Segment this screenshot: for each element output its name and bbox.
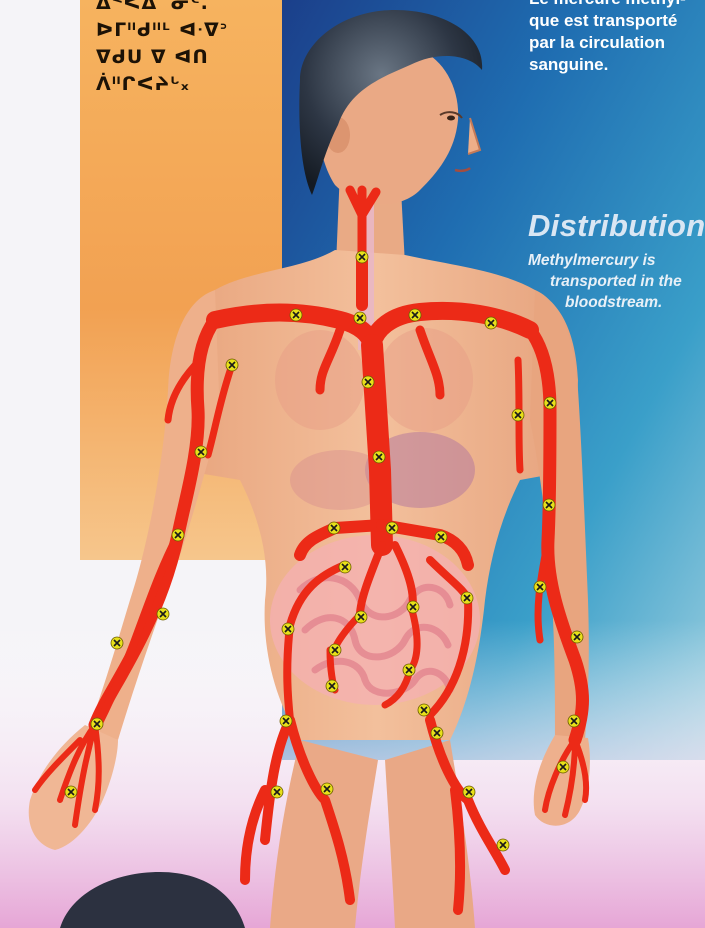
french-line: par la circulation (529, 32, 705, 54)
inuktitut-line: ᐅᒥᐦᑯᐦᒻ ᐊᐧᐁᐣ (96, 17, 266, 44)
inuktitut-text: ᐃᑉᐸᐃᓐᓂᑦ. ᐅᒥᐦᑯᐦᒻ ᐊᐧᐁᐣ ᐁᑯᑌ ᐁ ᐊᑎ ᐲᐦᒋᐸᔨᒡ᙮ (96, 0, 266, 98)
mercury-marker (280, 715, 292, 727)
mercury-marker (91, 718, 103, 730)
mercury-marker (172, 529, 184, 541)
mercury-marker (403, 664, 415, 676)
english-title: Distribution (528, 208, 705, 244)
mercury-marker (157, 608, 169, 620)
mercury-marker (65, 786, 77, 798)
mercury-marker (282, 623, 294, 635)
mercury-marker (111, 637, 123, 649)
mercury-marker (326, 680, 338, 692)
mercury-marker (463, 786, 475, 798)
mercury-marker (290, 309, 302, 321)
mercury-marker (543, 499, 555, 511)
french-line: Le mercure méthyl- (529, 0, 705, 10)
mercury-marker (407, 601, 419, 613)
mercury-marker (409, 309, 421, 321)
english-line: Methylmercury is (528, 250, 703, 271)
mercury-marker (354, 312, 366, 324)
inuktitut-line: ᐃᑉᐸᐃᓐᓂᑦ. (96, 0, 266, 17)
inuktitut-line: ᐲᐦᒋᐸᔨᒡ᙮ (96, 71, 266, 98)
mercury-marker (355, 611, 367, 623)
mercury-marker (321, 783, 333, 795)
mercury-marker (356, 251, 368, 263)
mercury-marker (271, 786, 283, 798)
mercury-marker (386, 522, 398, 534)
mercury-marker (226, 359, 238, 371)
mercury-marker (557, 761, 569, 773)
mercury-marker (328, 522, 340, 534)
mercury-marker (568, 715, 580, 727)
mercury-marker (329, 644, 341, 656)
mercury-marker (534, 581, 546, 593)
mercury-marker (485, 317, 497, 329)
mercury-marker (435, 531, 447, 543)
mercury-marker (461, 592, 473, 604)
mercury-marker (512, 409, 524, 421)
french-line: que est transporté (529, 10, 705, 32)
english-caption: Methylmercury is transported in the bloo… (528, 250, 703, 313)
mercury-marker (362, 376, 374, 388)
mercury-marker (431, 727, 443, 739)
mercury-marker (339, 561, 351, 573)
mercury-marker (544, 397, 556, 409)
mercury-marker (373, 451, 385, 463)
inuktitut-line: ᐁᑯᑌ ᐁ ᐊᑎ (96, 44, 266, 71)
french-line: sanguine. (529, 54, 705, 76)
english-line: transported in the (528, 271, 703, 292)
french-caption: Le mercure méthyl- que est transporté pa… (529, 0, 705, 76)
english-line: bloodstream. (528, 292, 703, 313)
mercury-marker (195, 446, 207, 458)
mercury-marker (497, 839, 509, 851)
mercury-marker (418, 704, 430, 716)
mercury-marker (571, 631, 583, 643)
